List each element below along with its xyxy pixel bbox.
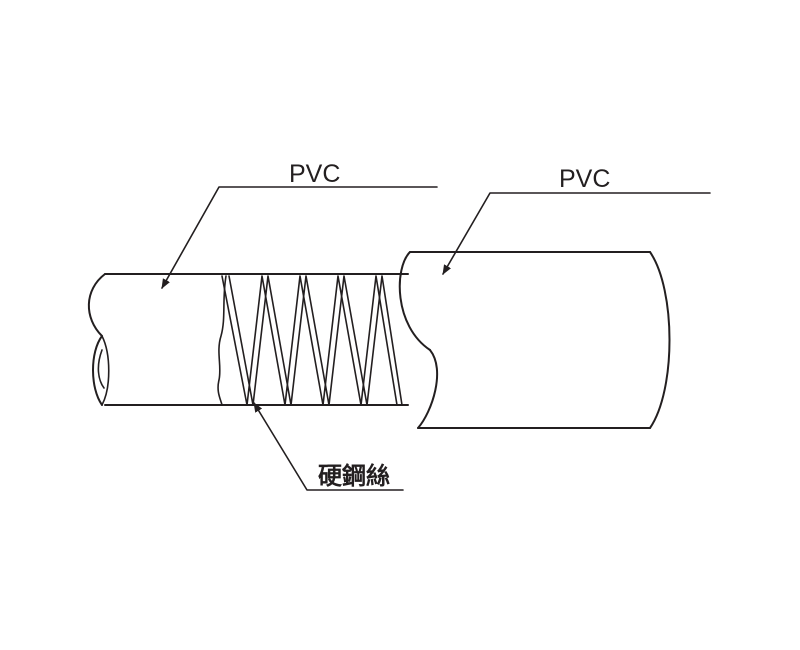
steel-wire-helix	[221, 275, 403, 406]
label-steel-wire: 硬鋼絲	[318, 462, 390, 490]
outer-pvc-jacket	[398, 251, 671, 429]
label-pvc-inner: PVC	[289, 160, 340, 188]
leader-steel-wire	[253, 402, 404, 491]
leader-pvc-outer	[442, 192, 711, 275]
label-pvc-outer: PVC	[559, 165, 610, 193]
stripped-edge	[217, 275, 227, 406]
inner-pvc-tube	[87, 273, 409, 406]
leader-pvc-inner	[161, 186, 438, 289]
